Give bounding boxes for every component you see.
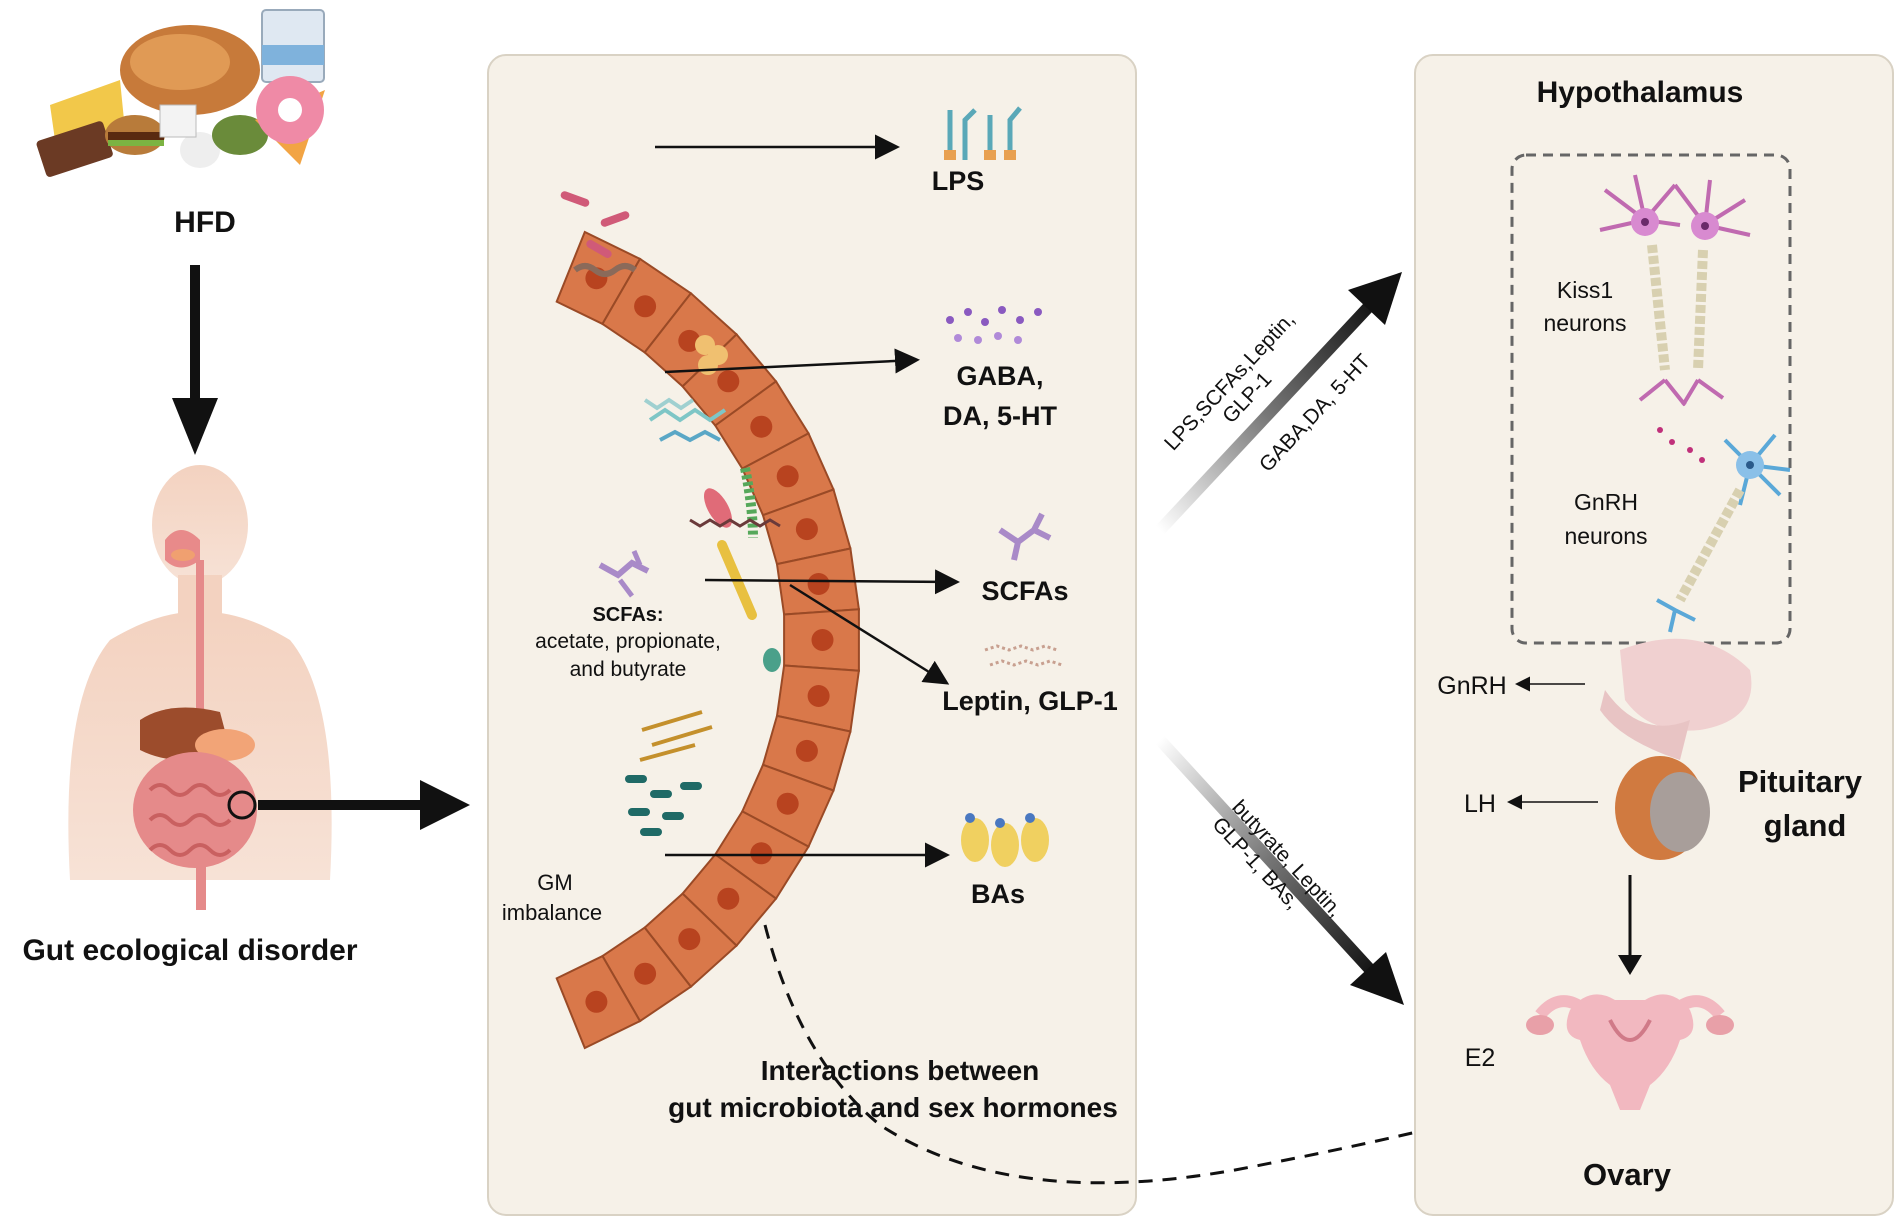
cell-nucleus [678, 928, 701, 951]
scfas-label: SCFAs [981, 576, 1068, 606]
cell-nucleus [585, 990, 608, 1013]
down-arrow [172, 265, 218, 455]
leptin-icon [984, 644, 1063, 667]
hypothalamus-panel [1414, 54, 1894, 1216]
pituitary-line1: Pituitary [1738, 764, 1863, 799]
scfa-molecule-icon [998, 512, 1052, 561]
food-illustration [36, 9, 325, 177]
cell-nucleus [811, 629, 834, 651]
arrow-to-ovary [1155, 735, 1404, 1005]
cell-nucleus [807, 573, 830, 595]
cell-nucleus [717, 887, 740, 910]
kiss1-line1: Kiss1 [1557, 277, 1613, 303]
e2-label: E2 [1465, 1044, 1496, 1072]
scfa-note-line1: SCFAs: [592, 604, 663, 626]
cell-nucleus [678, 329, 701, 352]
gut-output-arrows [655, 134, 960, 868]
gm-label-line2: imbalance [502, 900, 602, 925]
cell-nucleus [776, 465, 799, 488]
lps-label: LPS [932, 166, 985, 196]
cell-nucleus [634, 295, 657, 318]
pituitary-illustration [1600, 638, 1752, 860]
uterus-ovary-illustration [1526, 994, 1734, 1110]
right-arrow-to-gut [258, 780, 470, 830]
gut-focus-circle [227, 790, 257, 820]
cell-nucleus [750, 415, 773, 438]
arrow-to-hypothalamus [1155, 272, 1402, 535]
gnrh-neurons-line1: GnRH [1574, 489, 1638, 515]
interactions-line1: Interactions between [761, 1055, 1040, 1086]
leptin-glp1-label: Leptin, GLP-1 [942, 686, 1118, 716]
gaba-label-line2: DA, 5-HT [943, 401, 1058, 431]
gnrh-neuron-illustration [1656, 433, 1791, 633]
hypothalamus-title: Hypothalamus [1537, 76, 1744, 109]
lps-icon [944, 106, 1022, 160]
neurotransmitter-icon [946, 306, 1042, 344]
kiss1-line2: neurons [1543, 310, 1626, 336]
gnrh-output-label: GnRH [1437, 672, 1506, 700]
cell-nucleus [776, 792, 799, 815]
gnrh-neurons-line2: neurons [1564, 523, 1647, 549]
gm-label-line1: GM [537, 870, 572, 895]
human-body-illustration [68, 465, 332, 910]
ovary-label: Ovary [1583, 1157, 1672, 1192]
pituitary-line2: gland [1764, 808, 1847, 843]
cell-nucleus [750, 842, 773, 865]
hfd-label: HFD [174, 206, 236, 239]
cell-nucleus [795, 739, 818, 762]
interaction-dashed-curve [763, 924, 1426, 1185]
cell-nucleus [717, 370, 740, 393]
upper-label-line1: LPS,SCFAs,Leptin, [1160, 308, 1299, 455]
bas-label: BAs [971, 879, 1025, 909]
lh-output-label: LH [1464, 790, 1496, 818]
gut-disorder-label: Gut ecological disorder [22, 934, 357, 967]
kiss1-neurons-illustration [1599, 174, 1751, 463]
scfa-note-line3: and butyrate [570, 658, 687, 681]
pituitary-to-ovary-arrow [1618, 875, 1642, 975]
gaba-label-line1: GABA, [957, 361, 1044, 391]
interactions-line2: gut microbiota and sex hormones [668, 1092, 1118, 1123]
cell-nucleus [807, 685, 830, 707]
cell-nucleus [634, 962, 657, 985]
hypothalamus-dashed-box [1510, 153, 1792, 645]
bile-acids-icon [961, 813, 1049, 867]
scfa-note-line2: acetate, propionate, [535, 630, 721, 653]
cell-nucleus [795, 518, 818, 541]
